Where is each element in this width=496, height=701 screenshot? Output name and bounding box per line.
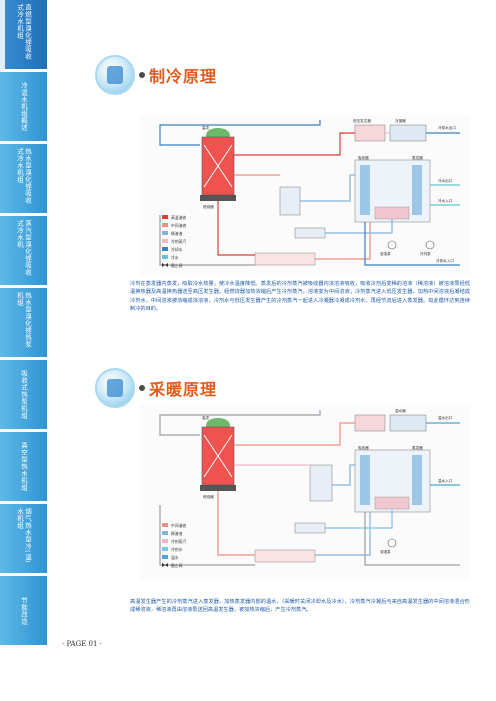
label-burner: 燃烧器 (203, 204, 214, 209)
svg-text:高温溶液: 高温溶液 (171, 215, 186, 220)
absorber-coil (360, 455, 370, 505)
bullet-icon (139, 72, 145, 78)
heat-exchanger (279, 186, 301, 216)
svg-text:中间溶液: 中间溶液 (171, 523, 186, 528)
label-hot-water-out: 温水出口 (438, 415, 453, 420)
tab-retrofit[interactable]: 节能改造 (0, 576, 47, 646)
page-number: · PAGE 01 · (62, 640, 102, 648)
cooling-diagram: 高发 低压发生器 冷凝器 蒸发器 吸收器 燃烧器 冷却水出口 冷水出口 冷水入口… (140, 115, 470, 275)
label-cooling-water-in: 冷却水入口 (436, 258, 454, 263)
svg-text:冷水: 冷水 (171, 255, 179, 260)
label-refrigerant-pump: 冷剂泵 (420, 251, 431, 256)
solution-pump-icon (387, 240, 397, 250)
refrigerant-pump-icon (425, 240, 435, 250)
heating-title: 采暖原理 (149, 380, 218, 399)
chiller-icon (95, 55, 135, 95)
low-pressure-generator (354, 124, 386, 142)
absorber-coil (360, 165, 370, 215)
heater-icon (95, 368, 135, 408)
refrigerant-tank (374, 496, 410, 510)
water-heater (389, 414, 427, 432)
tab-vacuum-boiler[interactable]: 真空型热水机组 (0, 432, 47, 502)
tab-label: 冷温水机组概述 (19, 82, 28, 131)
label-absorber: 吸收器 (358, 155, 369, 160)
tab-hot-water-chiller[interactable]: 热水型溴化锂吸收式冷水机组 (0, 144, 47, 214)
label-evaporator: 蒸发器 (412, 155, 423, 160)
heat-exchanger (309, 464, 333, 502)
cooling-paragraph: 冷剂在蒸发器内蒸发，吸取冷水热量，使冷水温度降低。蒸发后的冷剂蒸汽被吸收器内浓溶… (130, 281, 470, 312)
svg-text:冷剂水: 冷剂水 (171, 547, 183, 552)
svg-text:稀溶液: 稀溶液 (171, 231, 183, 236)
refrigerant-tank (374, 206, 410, 220)
tab-label: 热水型溴化锂热泵机组 (15, 291, 32, 348)
tab-label: 蒸汽型溴化锂吸收式冷水机 (15, 219, 32, 276)
label-high-generator: 高发 (202, 415, 210, 420)
label-chilled-water-out: 冷水出口 (438, 178, 453, 183)
evaporator-coil (412, 455, 422, 505)
svg-text:冷剂蒸汽: 冷剂蒸汽 (171, 539, 186, 544)
low-temp-exchanger (294, 227, 326, 239)
low-pressure-generator (354, 414, 386, 432)
solution-pump-icon (387, 538, 397, 548)
solution-tank (254, 549, 316, 563)
tab-label: 热水型溴化锂吸收式冷水机组 (15, 147, 32, 204)
tab-label: 节能改造 (19, 596, 28, 625)
svg-text:冷剂蒸汽: 冷剂蒸汽 (171, 239, 186, 244)
tab-steam-chiller[interactable]: 蒸汽型溴化锂吸收式冷水机 (0, 216, 47, 286)
high-pressure-generator (200, 418, 236, 491)
svg-text:温水: 温水 (171, 555, 179, 560)
tab-absorption-heat-pump[interactable]: 吸收式热泵机组 (0, 360, 47, 430)
label-burner: 燃烧器 (203, 494, 214, 499)
low-temp-exchanger (294, 522, 326, 534)
label-evaporator: 蒸发器 (412, 445, 423, 450)
svg-text:中间溶液: 中间溶液 (171, 223, 186, 228)
high-pressure-generator (200, 128, 236, 201)
cooling-title: 制冷原理 (149, 67, 218, 86)
tab-direct-fired-chiller[interactable]: 直燃型溴化锂吸收式冷水机组 (0, 0, 47, 70)
tab-heat-pump[interactable]: 热水型溴化锂热泵机组 (0, 288, 47, 358)
tab-label: 烟气热水型冷(温)水机组 (15, 507, 32, 563)
tab-label: 直燃型溴化锂吸收式冷水机组 (15, 3, 32, 60)
label-condenser: 冷凝器 (395, 118, 406, 123)
condenser (389, 124, 427, 142)
heating-paragraph: 高温发生器产生的冷剂蒸汽进入蒸发器，加热蒸发器内部的温水，（采暖时关闭冷却水及冷… (130, 599, 470, 614)
label-chilled-water-in: 冷水入口 (438, 198, 453, 203)
cooling-header: 制冷原理 (95, 55, 295, 95)
tab-flue-gas-chiller[interactable]: 烟气热水型冷(温)水机组 (0, 504, 47, 574)
heating-diagram: 高发 温水器 蒸发器 吸收器 温水出口 温水入口 燃烧器 溶液泵 中间溶液 稀溶… (140, 405, 470, 580)
heating-legend: 中间溶液 稀溶液 冷剂蒸汽 冷剂水 温水 截止阀 (162, 523, 186, 568)
cooling-legend: 高温溶液 中间溶液 稀溶液 冷剂蒸汽 冷却水 冷水 截止阀 (162, 215, 186, 268)
heating-header: 采暖原理 (95, 368, 295, 408)
svg-text:稀溶液: 稀溶液 (171, 531, 183, 536)
svg-text:截止阀: 截止阀 (171, 563, 183, 568)
svg-text:冷却水: 冷却水 (171, 247, 183, 252)
label-solution-pump: 溶液泵 (380, 251, 391, 256)
svg-text:截止阀: 截止阀 (171, 263, 183, 268)
label-high-generator: 高发 (202, 125, 210, 130)
solution-tank (254, 252, 316, 266)
pipework (159, 410, 460, 566)
sidebar: 直燃型溴化锂吸收式冷水机组 冷温水机组概述 热水型溴化锂吸收式冷水机组 蒸汽型溴… (0, 0, 47, 650)
pipework (159, 120, 460, 266)
label-absorber: 吸收器 (358, 445, 369, 450)
label-water-heater: 温水器 (395, 408, 406, 413)
bullet-icon (139, 385, 145, 391)
tab-label: 真空型热水机组 (19, 442, 28, 491)
label-solution-pump: 溶液泵 (380, 549, 391, 554)
evaporator-coil (412, 165, 422, 215)
label-cooling-water-out: 冷却水出口 (438, 125, 456, 130)
label-hot-water-in: 温水入口 (438, 478, 453, 483)
tab-label: 吸收式热泵机组 (19, 370, 28, 419)
label-low-generator: 低压发生器 (353, 118, 371, 123)
tab-overview[interactable]: 冷温水机组概述 (0, 72, 47, 142)
